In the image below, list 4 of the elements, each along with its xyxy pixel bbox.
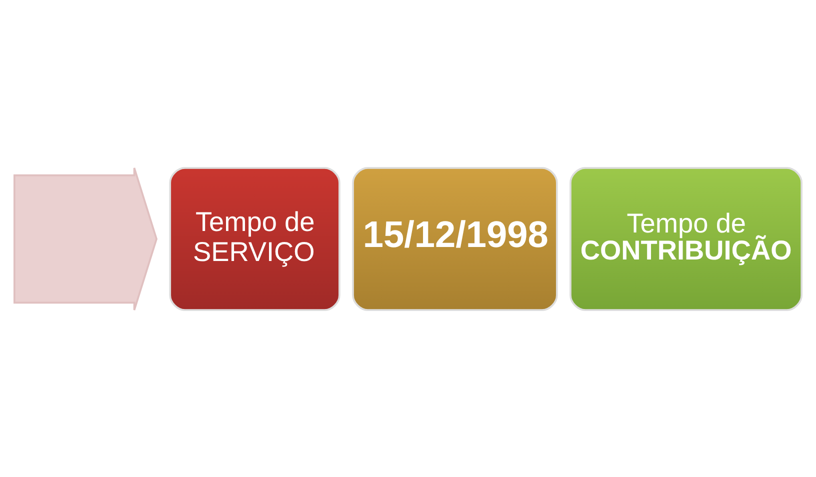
node-box: Tempo de SERVIÇO	[169, 166, 340, 310]
node-box: Tempo de CONTRIBUIÇÃO	[570, 166, 803, 310]
node-box: 15/12/1998	[352, 166, 558, 310]
node-arrow	[13, 166, 158, 310]
